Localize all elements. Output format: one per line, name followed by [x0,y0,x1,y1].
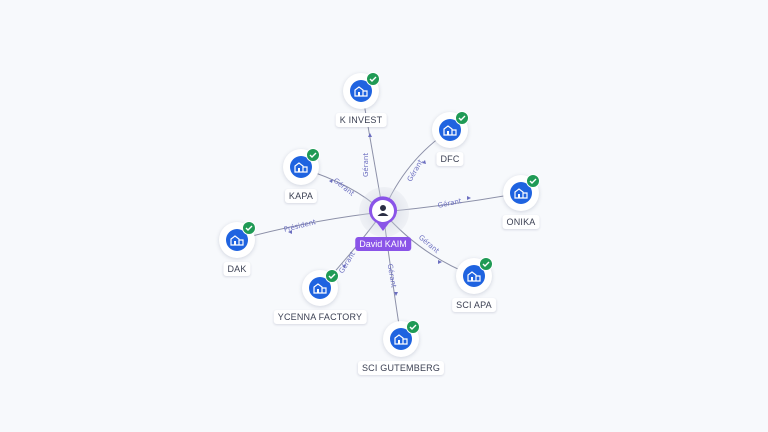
verified-check-icon [325,269,339,283]
company-name: DAK [223,262,251,276]
company-name: KAPA [284,189,318,203]
edge-label-ycenna-factory: Gérant [337,250,357,275]
company-name: YCENNA FACTORY [273,310,367,324]
building-icon [350,80,372,102]
verified-check-icon [455,111,469,125]
arrow-dak [288,230,292,234]
edge-label-k-invest: Gérant [362,153,370,177]
arrow-sci-gutemberg [394,292,398,296]
arrow-kapa [329,179,333,183]
edge-label-sci-apa: Gérant [417,233,441,255]
company-name: DFC [436,152,464,166]
verified-check-icon [306,148,320,162]
person-name: David KAIM [355,237,411,251]
building-icon [510,182,532,204]
company-name: SCI APA [452,298,496,312]
building-icon [390,328,412,350]
edge-label-dfc: Gérant [406,158,425,183]
building-icon [439,119,461,141]
building-icon [290,156,312,178]
edge-label-kapa: Gérant [332,177,356,198]
company-name: K INVEST [335,113,387,127]
arrow-onika [467,196,471,200]
arrow-ycenna-factory [342,264,346,268]
arrow-k-invest [368,133,372,137]
building-icon [463,265,485,287]
edge-label-sci-gutemberg: Gérant [386,263,398,288]
arrow-sci-apa [438,260,442,264]
edge-label-onika: Gérant [437,197,462,210]
company-name: SCI GUTEMBERG [357,361,445,375]
company-name: ONIKA [502,215,540,229]
verified-check-icon [526,174,540,188]
edge-label-dak: Président [283,218,317,234]
verified-check-icon [366,72,380,86]
verified-check-icon [406,320,420,334]
person-node-pin[interactable] [367,195,399,238]
verified-check-icon [479,257,493,271]
building-icon [309,277,331,299]
building-icon [226,229,248,251]
arrow-dfc [422,160,426,164]
verified-check-icon [242,221,256,235]
person-icon [369,196,397,231]
